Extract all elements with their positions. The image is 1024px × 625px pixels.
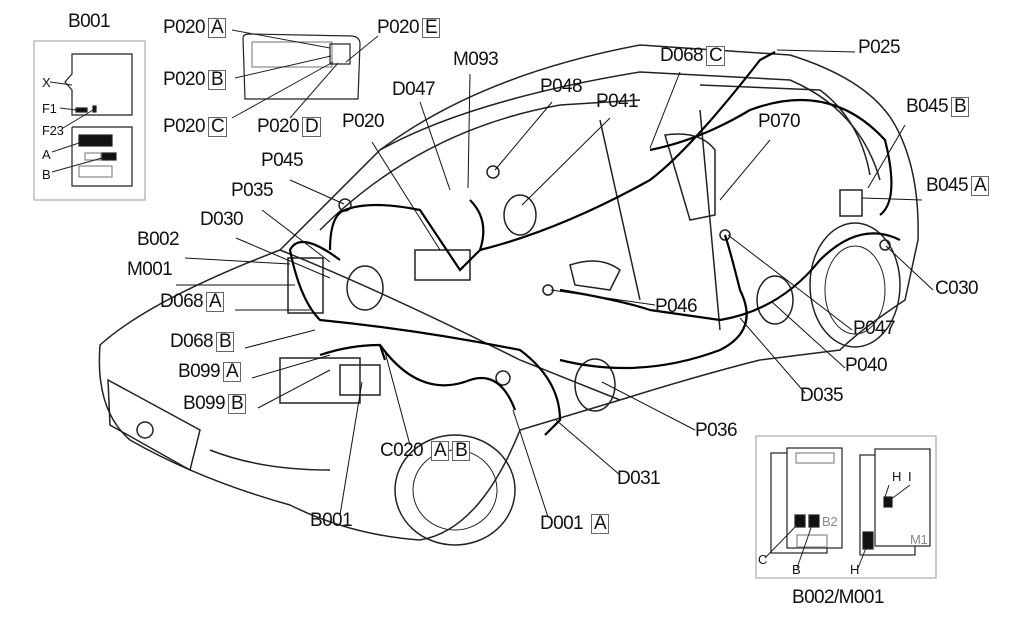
inset-label-b2: B	[792, 562, 801, 577]
callout-d047: D047	[392, 79, 436, 100]
callout-p048: P048	[540, 76, 583, 97]
callout-p070: P070	[758, 111, 801, 132]
callout-b002: B002	[137, 229, 180, 250]
inset-label-i: I	[908, 469, 912, 484]
callout-p040: P040	[845, 355, 888, 376]
wiring-harness	[288, 51, 901, 436]
callout-p020: P020	[342, 111, 385, 132]
callout-p041: P041	[596, 91, 639, 112]
connector-inset-title: B002/M001	[792, 587, 884, 608]
callout-p025: P025	[858, 37, 901, 58]
inset-label-a: A	[42, 147, 51, 162]
inset-label-h2: H	[892, 469, 902, 484]
inset-label-x: X	[42, 75, 51, 90]
inset-label-h1: H	[850, 562, 860, 577]
fusebox-inset-title: B001	[68, 11, 111, 32]
inset-label-b: B	[42, 167, 51, 182]
fusebox-inset	[33, 40, 146, 201]
callout-d035: D035	[800, 385, 844, 406]
callout-p035: P035	[231, 180, 274, 201]
module-mark-m1: M1	[910, 532, 928, 547]
callout-p036: P036	[695, 420, 738, 441]
inset-label-f1: F1	[42, 101, 57, 116]
callout-p045: P045	[261, 150, 304, 171]
callout-c030: C030	[935, 278, 979, 299]
callout-m093: M093	[453, 49, 499, 70]
callout-b001: B001	[310, 510, 353, 531]
callout-p047: P047	[853, 318, 896, 339]
callout-m001: M001	[127, 259, 173, 280]
callout-d030: D030	[200, 209, 244, 230]
callout-p046: P046	[655, 296, 698, 317]
instrument-cluster-inset	[231, 29, 379, 119]
callout-d031: D031	[617, 468, 661, 489]
callout-leaders	[176, 49, 934, 518]
connector-inset	[755, 435, 937, 579]
module-mark-b2: B2	[822, 514, 838, 529]
inset-label-c: C	[758, 552, 768, 567]
inset-label-f23: F23	[42, 123, 64, 138]
